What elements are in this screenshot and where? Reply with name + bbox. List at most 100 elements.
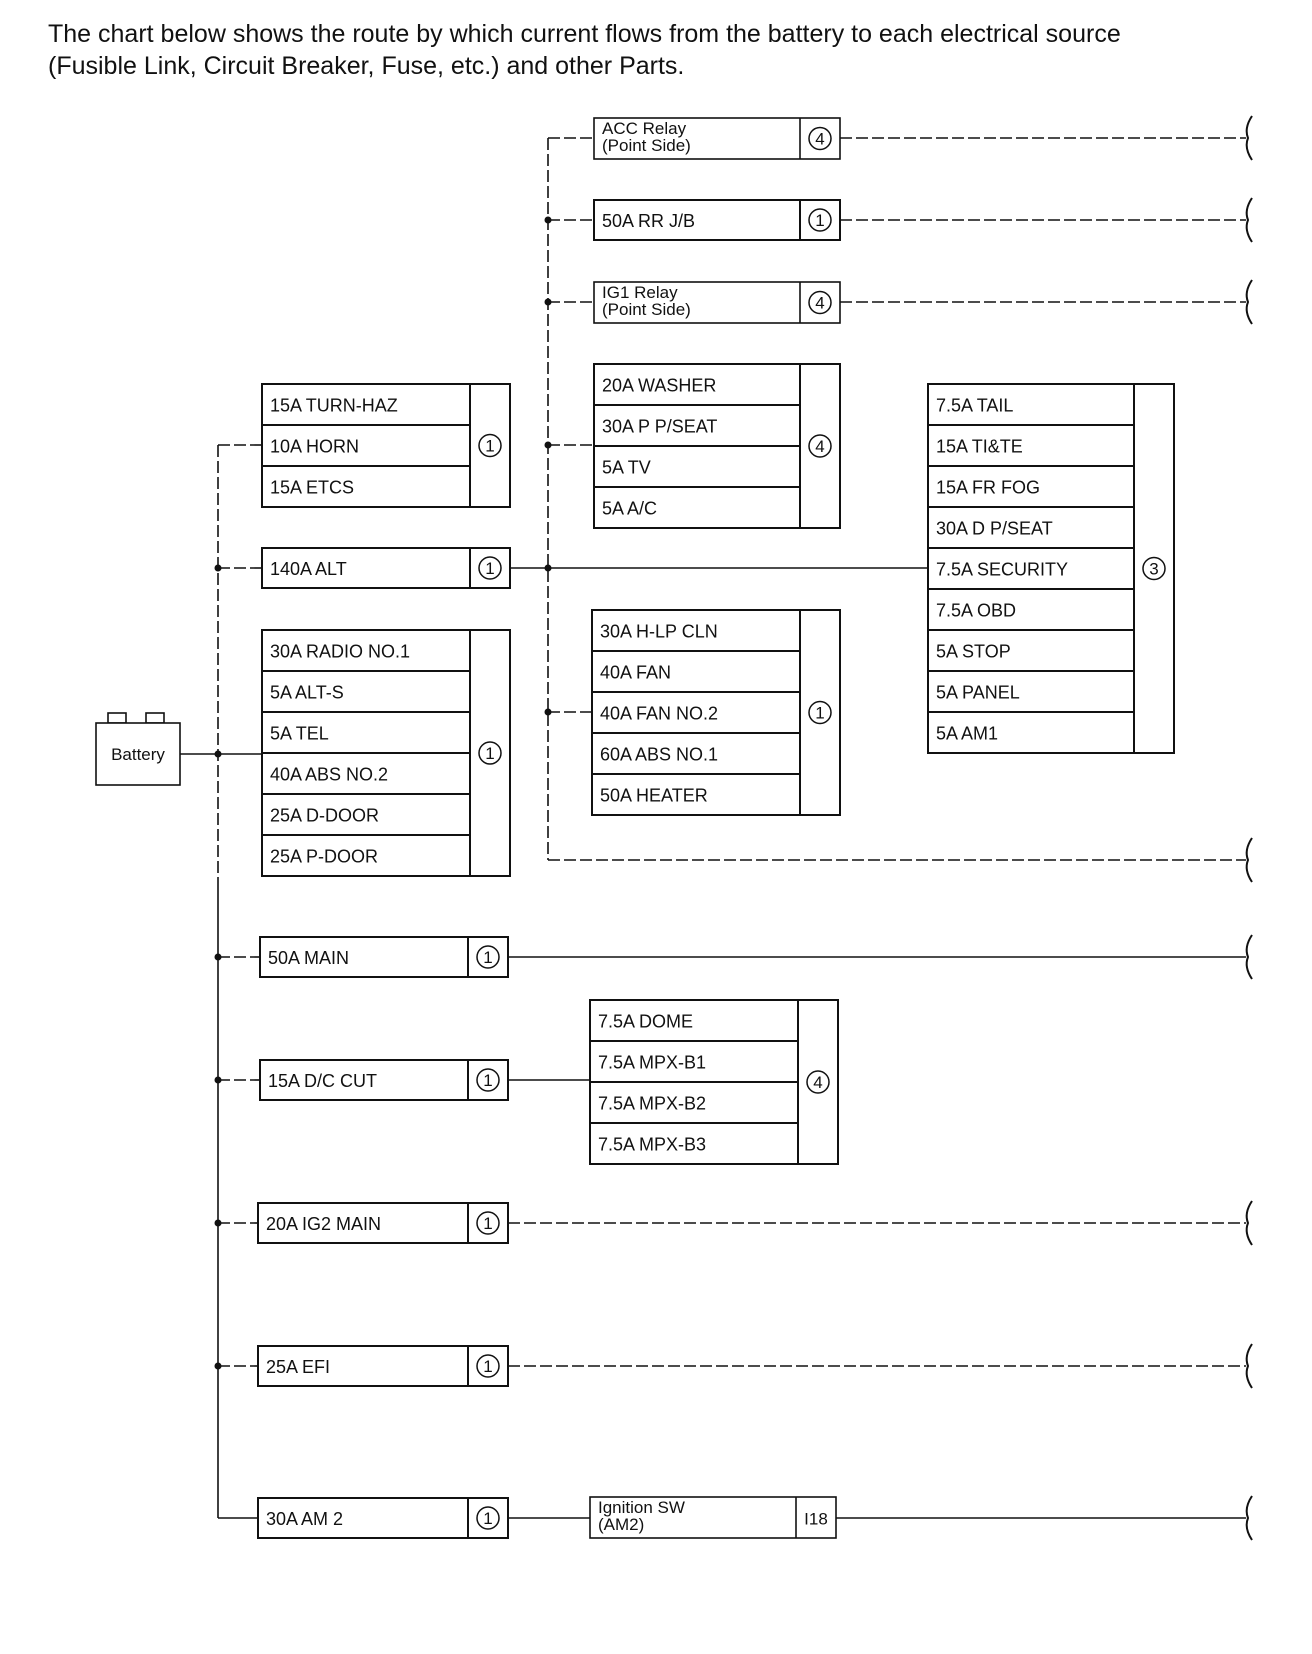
fuse-label: 5A ALT-S [270,683,344,703]
location-code-ring [478,433,502,458]
relay-frame [593,281,841,324]
fuse-label: 15A TI&TE [936,437,1023,457]
intro-text: The chart below shows the route by which… [48,18,1268,82]
fuse-label: 30A P P/SEAT [602,417,717,437]
junction-dot [544,216,552,224]
location-code-ring [806,1070,830,1094]
location-code-ring [476,945,500,969]
fuse-group-ig2: 20A IG2 MAIN 1 [257,1202,509,1244]
battery-terminal-right [145,712,165,724]
fuse-group-radio: 30A RADIO NO.1 5A ALT-S 5A TEL 40A ABS NO.2… [261,629,511,877]
location-code-ring [478,556,502,580]
fuse-label: 5A AM1 [936,724,998,744]
continuation-brace [1245,279,1253,325]
location-code: 4 [813,1073,822,1092]
junction-dot [214,1076,222,1084]
fuse-frame [259,936,509,978]
fuse-frame [257,1497,509,1539]
fuse-label: 30A AM 2 [266,1509,343,1529]
fuse-label: 30A D P/SEAT [936,519,1053,539]
junction-dot [544,298,552,306]
junction-dot [544,441,552,449]
location-code: 1 [483,1357,492,1376]
fuse-label: 25A D-DOOR [270,806,379,826]
fuse-label: 5A TEL [270,724,329,744]
battery-terminal-left [107,712,127,724]
location-code: 1 [815,704,824,723]
fuse-label: 5A PANEL [936,683,1020,703]
location-code: 4 [815,437,824,456]
fuse-label: 15A FR FOG [936,478,1040,498]
fuse-label: 7.5A OBD [936,601,1016,621]
fuse-group-frame [591,609,841,816]
junction-dot [214,564,222,572]
fuse-label: 7.5A MPX-B3 [598,1135,706,1155]
location-code-ring [808,126,832,151]
relay-side: (AM2) [598,1515,644,1534]
relay-side: (Point Side) [602,300,691,319]
continuation-brace [1245,115,1253,161]
location-code: 1 [483,1214,492,1233]
fuse-label: 40A ABS NO.2 [270,765,388,785]
junction-dot [544,564,552,572]
fuse-frame [257,1202,509,1244]
fuse-label: 15A TURN-HAZ [270,396,398,416]
relay-name: ACC Relay [602,119,687,138]
junction-dot [214,750,222,758]
fuse-label: 50A MAIN [268,948,349,968]
location-code-ring [808,434,832,458]
continuation-brace [1245,934,1253,980]
fuse-group-alt: 140A ALT 1 [261,547,511,589]
junction-dots [214,216,552,1370]
relay-name: Ignition SW [598,1498,685,1517]
continuation-brace [1245,1343,1253,1389]
fuse-frame [259,1059,509,1101]
fuse-frame [261,547,511,589]
location-code-ring [476,1211,500,1235]
battery: Battery [95,712,181,786]
fuse-label: 7.5A MPX-B2 [598,1094,706,1114]
fuse-group-frame [261,383,511,508]
fuse-label: 50A HEATER [600,786,708,806]
location-code: 1 [483,1071,492,1090]
fuse-label: 20A WASHER [602,376,716,396]
battery-box [95,722,181,786]
junction-dot [214,1219,222,1227]
fuse-label: 25A P-DOOR [270,847,378,867]
location-code: 4 [815,130,824,149]
relay-frame [593,117,841,160]
relays-ig1-box: IG1 Relay(Point Side)4 [593,281,841,324]
battery-label: Battery [111,745,165,764]
fuse-label: 40A FAN NO.2 [600,704,718,724]
fuse-frame [257,1345,509,1387]
fuse-label: 30A H-LP CLN [600,622,718,642]
fuse-label: 30A RADIO NO.1 [270,642,410,662]
location-code: 1 [815,211,824,230]
location-code: 1 [485,559,494,578]
relay-name: IG1 Relay [602,283,678,302]
continuation-brace [1245,1495,1253,1541]
ignition-box: Ignition SW(AM2)I18 [589,1496,837,1539]
fuse-label: 5A TV [602,458,651,478]
continuation-brace [1245,837,1253,883]
continuation-brace [1245,1200,1253,1246]
location-code-ring [808,290,832,315]
junction-dot [214,1362,222,1370]
location-code-ring [476,1068,500,1092]
fuse-label: 7.5A DOME [598,1012,693,1032]
junction-dot [544,708,552,716]
fuse-label: 20A IG2 MAIN [266,1214,381,1234]
continuation-brace [1245,197,1253,243]
wires [180,115,1253,1541]
relay-frame [589,1496,837,1539]
intro-line-2: (Fusible Link, Circuit Breaker, Fuse, et… [48,52,685,80]
fuse-label: 140A ALT [270,559,347,579]
